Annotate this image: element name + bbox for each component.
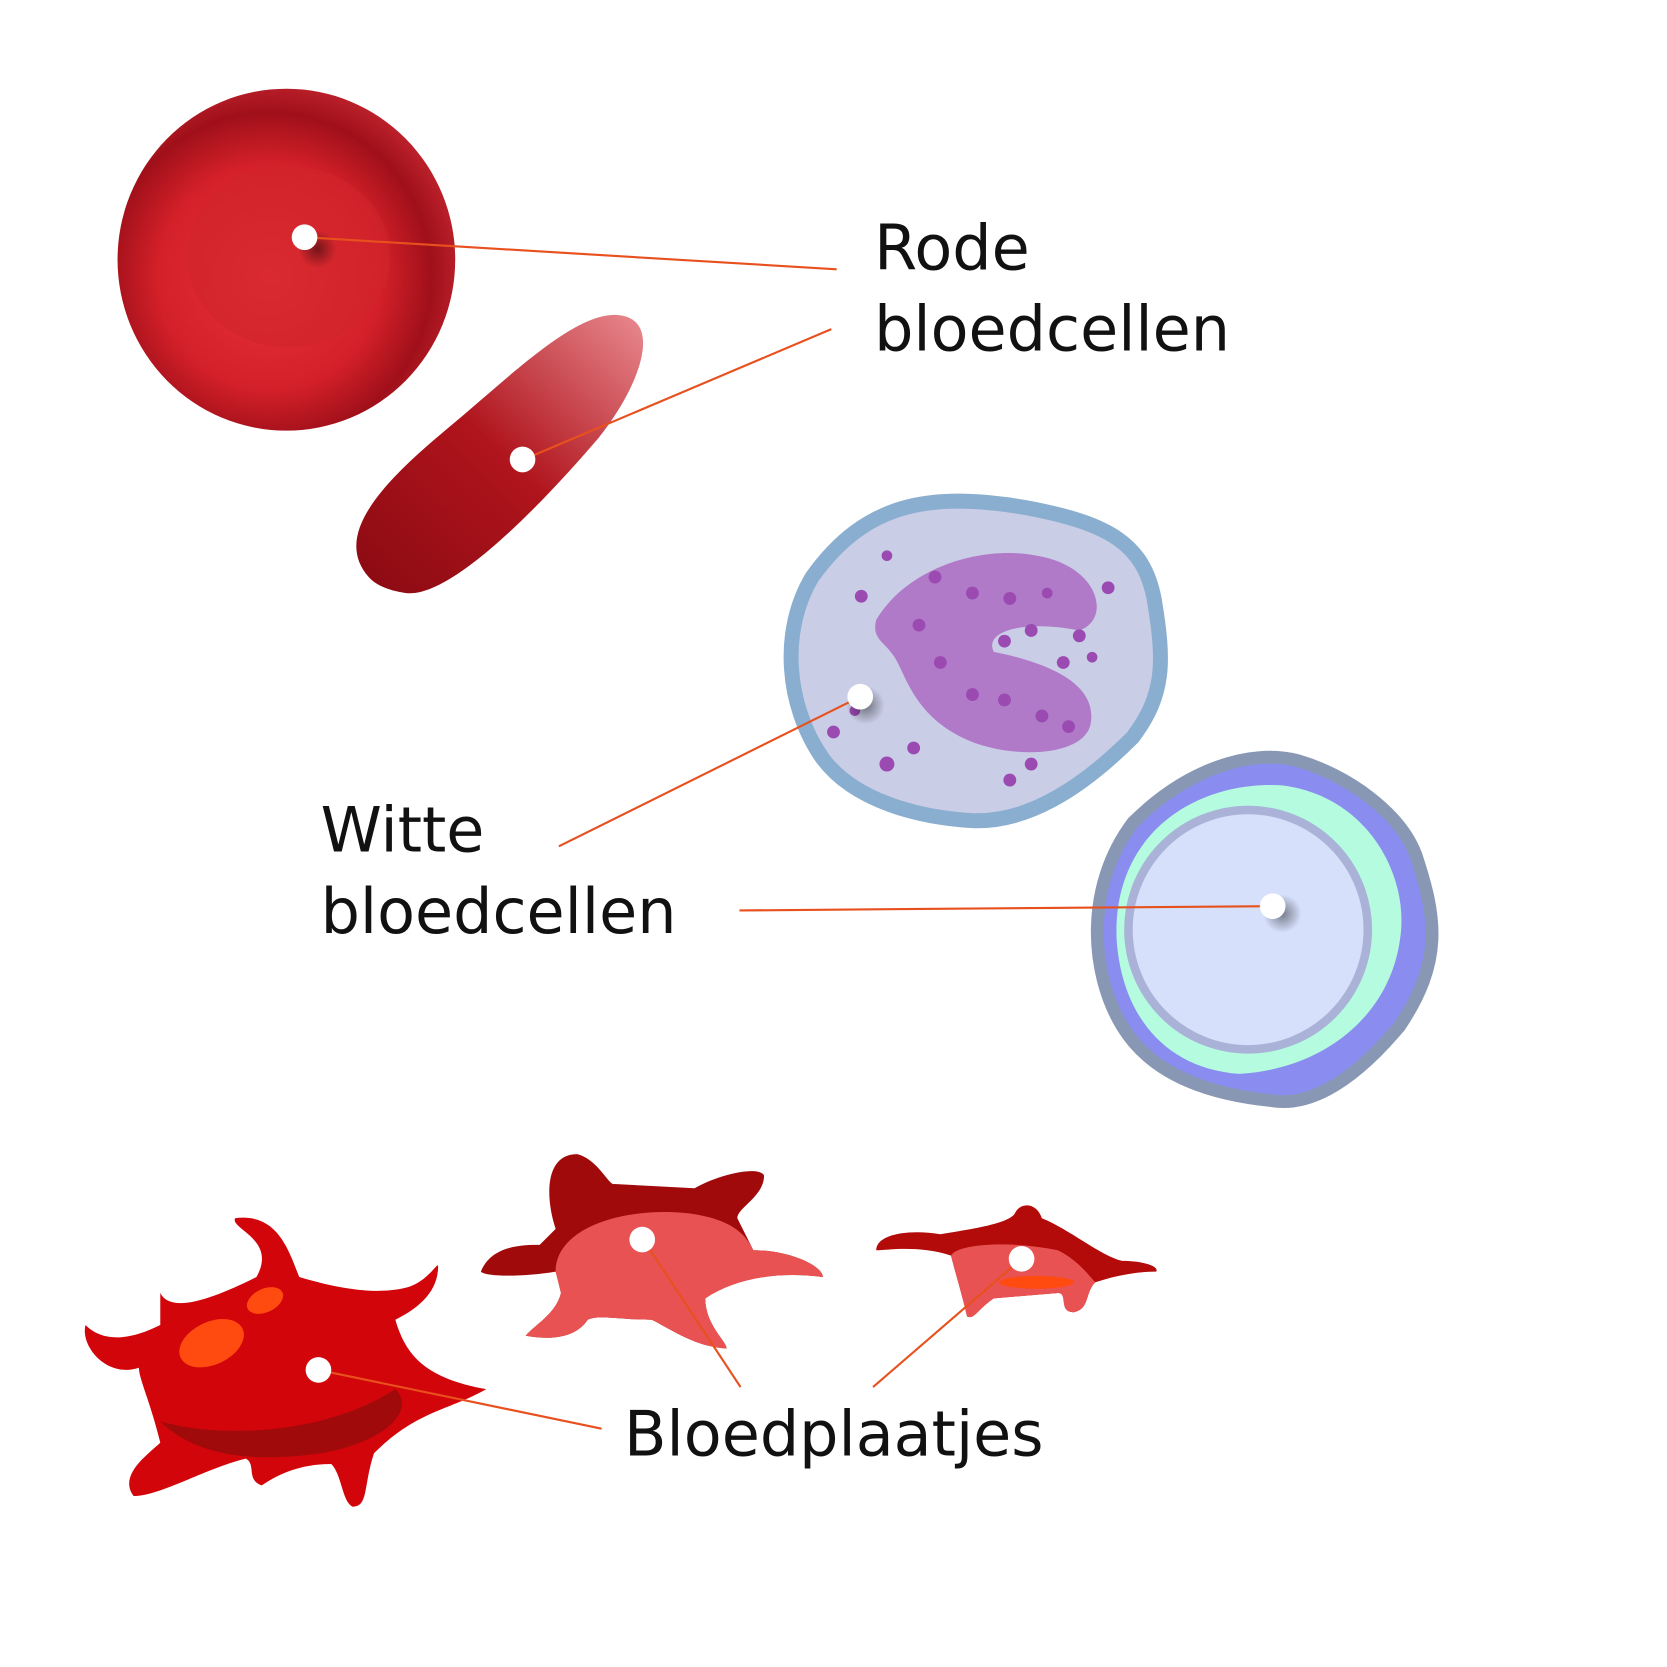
white-blood-cell-lymphocyte [1090,750,1439,1108]
marker-dot [1259,893,1286,919]
marker-dots [291,224,1286,1383]
leader-line-white-2 [739,905,1272,912]
label-white-line1: Witte [321,794,485,867]
red-blood-cell-round [117,88,456,431]
leader-line-platelet-2 [642,1238,742,1388]
leader-line-platelet-3 [872,1257,1023,1388]
leader-line-platelet-1 [318,1368,602,1430]
marker-dot [291,224,318,251]
label-red-line1: Rode [874,211,1030,284]
marker-dot [509,446,536,473]
leader-lines [304,236,1272,1430]
label-platelets: Bloedplaatjes [624,1397,1044,1470]
label-red-line2: bloedcellen [874,292,1230,365]
marker-dot [305,1357,332,1383]
marker-dot [629,1226,656,1253]
leader-line-white-1 [558,695,861,848]
red-blood-cell-side [356,314,644,594]
marker-dot [847,683,874,710]
label-white-line2: bloedcellen [321,875,677,948]
leader-line-red-1 [304,236,837,271]
white-blood-cell-neutrophil [783,493,1168,829]
leader-line-red-2 [523,328,832,461]
granules [827,550,1115,787]
platelet-large [84,1217,487,1507]
marker-dot [1008,1245,1035,1272]
